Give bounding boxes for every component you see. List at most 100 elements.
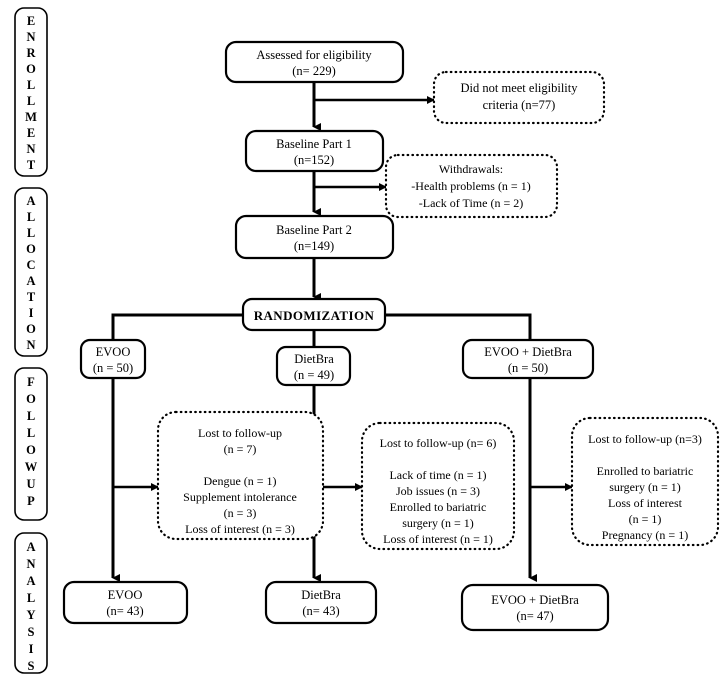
stage-letter: L (27, 409, 35, 423)
stage-letter: L (27, 210, 35, 224)
node-allocation-evoo: EVOO (n = 50) (79, 338, 147, 380)
alloc-both-line: EVOO + DietBra (484, 345, 572, 359)
node-analysis-dietbra: DietBra (n= 43) (264, 580, 378, 625)
lost-both-line: Enrolled to bariatric (597, 464, 694, 478)
stage-letter: E (27, 14, 35, 28)
analysis-dietbra-box (264, 580, 378, 625)
stage-follow-up-box (14, 367, 48, 521)
stage-letter: Y (26, 608, 35, 622)
stage-letter: N (26, 142, 35, 156)
node-lost-to-followup-dietbra: Lost to follow-up (n= 6) Lack of time (n… (360, 421, 516, 551)
stage-letter: A (26, 194, 35, 208)
node-baseline-part-1: Baseline Part 1 (n=152) (244, 129, 385, 173)
node-analysis-evoo: EVOO (n= 43) (62, 580, 189, 625)
randomization-label: RANDOMIZATION (254, 308, 375, 323)
stage-enrollment: E N R O L L M E N T (14, 7, 48, 177)
alloc-evoo-line: (n = 50) (93, 361, 133, 375)
assessed-line: Assessed for eligibility (256, 48, 372, 62)
alloc-both-line: (n = 50) (508, 361, 548, 375)
stage-letter: A (26, 274, 35, 288)
stage-letter: R (26, 46, 36, 60)
stage-letter: L (27, 591, 35, 605)
connector-randomization-to-evoo (111, 313, 243, 340)
analysis-dietbra-line: (n= 43) (302, 604, 339, 618)
lost-both-line: Lost to follow-up (n=3) (588, 432, 702, 446)
node-did-not-meet-criteria: Did not meet eligibility criteria (n=77) (432, 70, 606, 125)
node-allocation-dietbra: DietBra (n = 49) (275, 345, 352, 387)
stage-letter: W (25, 460, 38, 474)
stage-letter: O (26, 322, 36, 336)
stage-letter: F (27, 375, 35, 389)
withdrawals-line: -Lack of Time (n = 2) (419, 196, 523, 210)
stage-letter: O (26, 62, 36, 76)
stage-letter: L (27, 226, 35, 240)
alloc-evoo-line: EVOO (96, 345, 131, 359)
stage-letter: T (27, 158, 36, 172)
node-randomization: RANDOMIZATION (241, 297, 387, 332)
stage-letter: L (27, 426, 35, 440)
node-analysis-evoo-dietbra: EVOO + DietBra (n= 47) (460, 583, 610, 632)
stage-letter: C (26, 258, 35, 272)
lost-dietbra-line: Loss of interest (n = 1) (383, 532, 493, 546)
lost-evoo-line: (n = 7) (224, 442, 257, 456)
stage-letter: T (27, 290, 36, 304)
stage-enrollment-box (14, 7, 48, 177)
not-eligible-line: Did not meet eligibility (461, 81, 579, 95)
stage-sidebar: E N R O L L M E N T A L L O C A T (14, 7, 48, 674)
randomization-box (241, 297, 387, 332)
lost-evoo-line: Dengue (n = 1) (203, 474, 276, 488)
stage-follow-up: F O L L O W U P (14, 367, 48, 521)
analysis-both-line: (n= 47) (516, 609, 553, 623)
assessed-line: (n= 229) (292, 64, 336, 78)
alloc-dietbra-line: DietBra (294, 352, 334, 366)
assessed-box (224, 40, 405, 84)
baseline1-box (244, 129, 385, 173)
stage-letter: P (27, 494, 35, 508)
stage-letter: A (26, 574, 35, 588)
analysis-evoo-box (62, 580, 189, 625)
node-lost-to-followup-evoo-dietbra: Lost to follow-up (n=3) Enrolled to bari… (570, 416, 720, 547)
stage-letter: U (26, 477, 35, 491)
stage-letter: N (26, 338, 35, 352)
analysis-evoo-line: EVOO (108, 588, 143, 602)
stage-allocation-box (14, 187, 48, 357)
lost-both-box (570, 416, 720, 547)
withdrawals-box (384, 153, 559, 219)
lost-both-line: Pregnancy (n = 1) (602, 528, 688, 542)
stage-letter: E (27, 126, 35, 140)
lost-both-line: surgery (n = 1) (609, 480, 681, 494)
node-baseline-part-2: Baseline Part 2 (n=149) (234, 214, 395, 260)
baseline1-line: (n=152) (294, 153, 334, 167)
lost-evoo-line: Lost to follow-up (198, 426, 282, 440)
stage-letter: O (26, 392, 36, 406)
lost-evoo-line: (n = 3) (224, 506, 257, 520)
withdrawals-line: -Health problems (n = 1) (411, 179, 530, 193)
baseline2-line: (n=149) (294, 239, 334, 253)
stage-analysis: A N A L Y S I S (14, 532, 48, 674)
stage-letter: M (25, 110, 37, 124)
connectors (111, 82, 573, 582)
node-withdrawals: Withdrawals: -Health problems (n = 1) -L… (384, 153, 559, 219)
baseline2-line: Baseline Part 2 (276, 223, 352, 237)
lost-dietbra-line: Enrolled to bariatric (390, 500, 487, 514)
lost-dietbra-line: surgery (n = 1) (402, 516, 474, 530)
stage-letter: L (27, 78, 35, 92)
not-eligible-box (432, 70, 606, 125)
alloc-dietbra-box (275, 345, 352, 387)
stage-letter: S (28, 625, 35, 639)
node-assessed-for-eligibility: Assessed for eligibility (n= 229) (224, 40, 405, 84)
connector-randomization-to-both (385, 313, 532, 340)
lost-evoo-line: Supplement intolerance (183, 490, 297, 504)
lost-dietbra-box (360, 421, 516, 551)
lost-dietbra-line: Lost to follow-up (n= 6) (380, 436, 497, 450)
stage-letter: N (26, 30, 35, 44)
lost-both-line: Loss of interest (608, 496, 683, 510)
analysis-evoo-line: (n= 43) (106, 604, 143, 618)
alloc-dietbra-line: (n = 49) (294, 368, 334, 382)
stage-letter: N (26, 557, 35, 571)
analysis-both-box (460, 583, 610, 632)
analysis-both-line: EVOO + DietBra (491, 593, 579, 607)
baseline2-box (234, 214, 395, 260)
